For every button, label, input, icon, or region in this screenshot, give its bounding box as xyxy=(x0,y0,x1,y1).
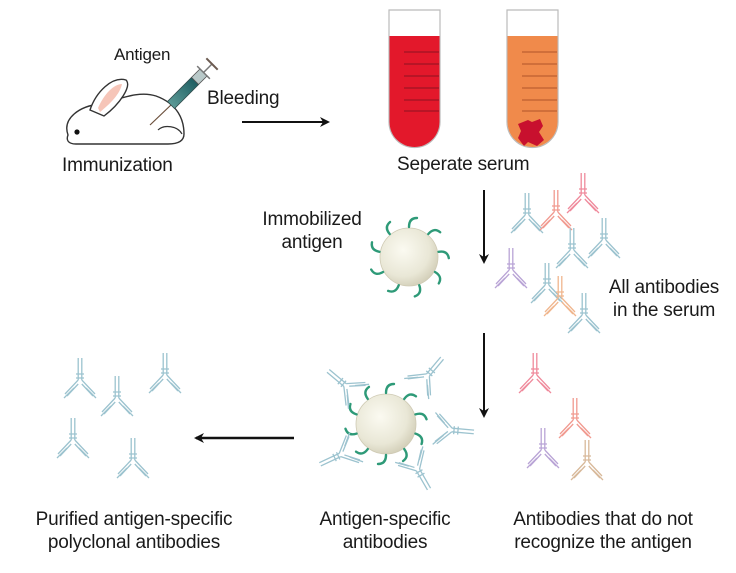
antigen-strand xyxy=(384,382,396,395)
purified-antibody-icon xyxy=(116,438,150,479)
serum-antibody-icon xyxy=(494,248,528,289)
bound-antibody-icon xyxy=(432,412,475,445)
antigen-strand xyxy=(344,427,358,436)
blood-tube-icon xyxy=(388,9,441,149)
label-line: Antibodies that do not xyxy=(513,509,693,530)
rabbit-icon xyxy=(66,78,185,145)
label-line: Antigen-specific xyxy=(319,509,451,530)
label-immobilized-antigen: Immobilized antigen xyxy=(252,208,372,254)
unbound-antibody-icon xyxy=(570,440,604,481)
label-purified-antibodies: Purified antigen-specific polyclonal ant… xyxy=(6,508,262,554)
label-line: All antibodies xyxy=(608,277,720,298)
antigen-strand xyxy=(364,385,371,401)
label-line: Immobilized xyxy=(262,209,362,230)
label-line: Purified antigen-specific xyxy=(35,509,233,530)
antigen-strand xyxy=(413,283,422,298)
label-separate-serum: Seperate serum xyxy=(397,154,530,175)
antigen-strand xyxy=(433,270,442,285)
antigen-strand xyxy=(348,402,358,416)
label-line: antibodies xyxy=(342,532,428,553)
label-antigen: Antigen xyxy=(114,45,171,64)
label-bleeding: Bleeding xyxy=(207,88,280,109)
blood-clot xyxy=(518,119,544,146)
antigen-strand xyxy=(370,268,385,275)
purified-antibody-icon xyxy=(100,376,134,417)
serum-antibody-icon xyxy=(587,218,621,259)
unbound-antibody-icon xyxy=(518,353,552,394)
unbound-antibody-icon xyxy=(558,398,592,439)
antigen-strand xyxy=(414,432,424,446)
antigen-bead xyxy=(370,216,450,298)
bound-antibody-icon xyxy=(319,432,364,467)
serum-antibody-icon xyxy=(543,276,577,317)
label-line: polyclonal antibodies xyxy=(47,532,221,553)
antigen-strand xyxy=(386,283,400,293)
serum-antibody-icon xyxy=(566,173,600,214)
antigen-strand xyxy=(376,453,388,466)
bound-antibody-icon xyxy=(394,446,432,491)
unbound-antibody-icon xyxy=(526,428,560,469)
antigen-strand xyxy=(427,228,442,236)
antigen-strand xyxy=(385,220,392,236)
label-line: recognize the antigen xyxy=(514,532,692,553)
label-non-recognizing: Antibodies that do not recognize the ant… xyxy=(476,508,730,554)
serum-antibody-icon xyxy=(539,190,573,231)
bound-antibody-icon xyxy=(326,368,370,409)
antigen-strand xyxy=(437,250,450,260)
antigen-strand xyxy=(401,447,408,463)
serum-tube-icon xyxy=(506,9,559,149)
purified-antibody-icon xyxy=(63,358,97,399)
serum-antibody-icon xyxy=(510,193,544,234)
antigen-bead-bound xyxy=(344,382,428,466)
label-all-antibodies: All antibodies in the serum xyxy=(598,276,730,322)
antigen-strand xyxy=(354,447,369,455)
label-antigen-specific: Antigen-specific antibodies xyxy=(304,508,466,554)
antigen-strand xyxy=(403,393,418,401)
serum-antibody-icon xyxy=(567,293,601,334)
purified-antibody-icon xyxy=(148,353,182,394)
bound-antibody-icon xyxy=(404,356,445,400)
label-line: antigen xyxy=(281,232,343,253)
purified-antibody-icon xyxy=(56,418,90,459)
serum-antibody-icon xyxy=(555,228,589,269)
antigen-strand xyxy=(370,241,381,253)
label-immunization: Immunization xyxy=(62,155,173,176)
antigen-strand xyxy=(414,412,428,421)
antigen-strand xyxy=(407,216,419,229)
label-line: in the serum xyxy=(612,300,716,321)
syringe-icon xyxy=(149,57,219,126)
